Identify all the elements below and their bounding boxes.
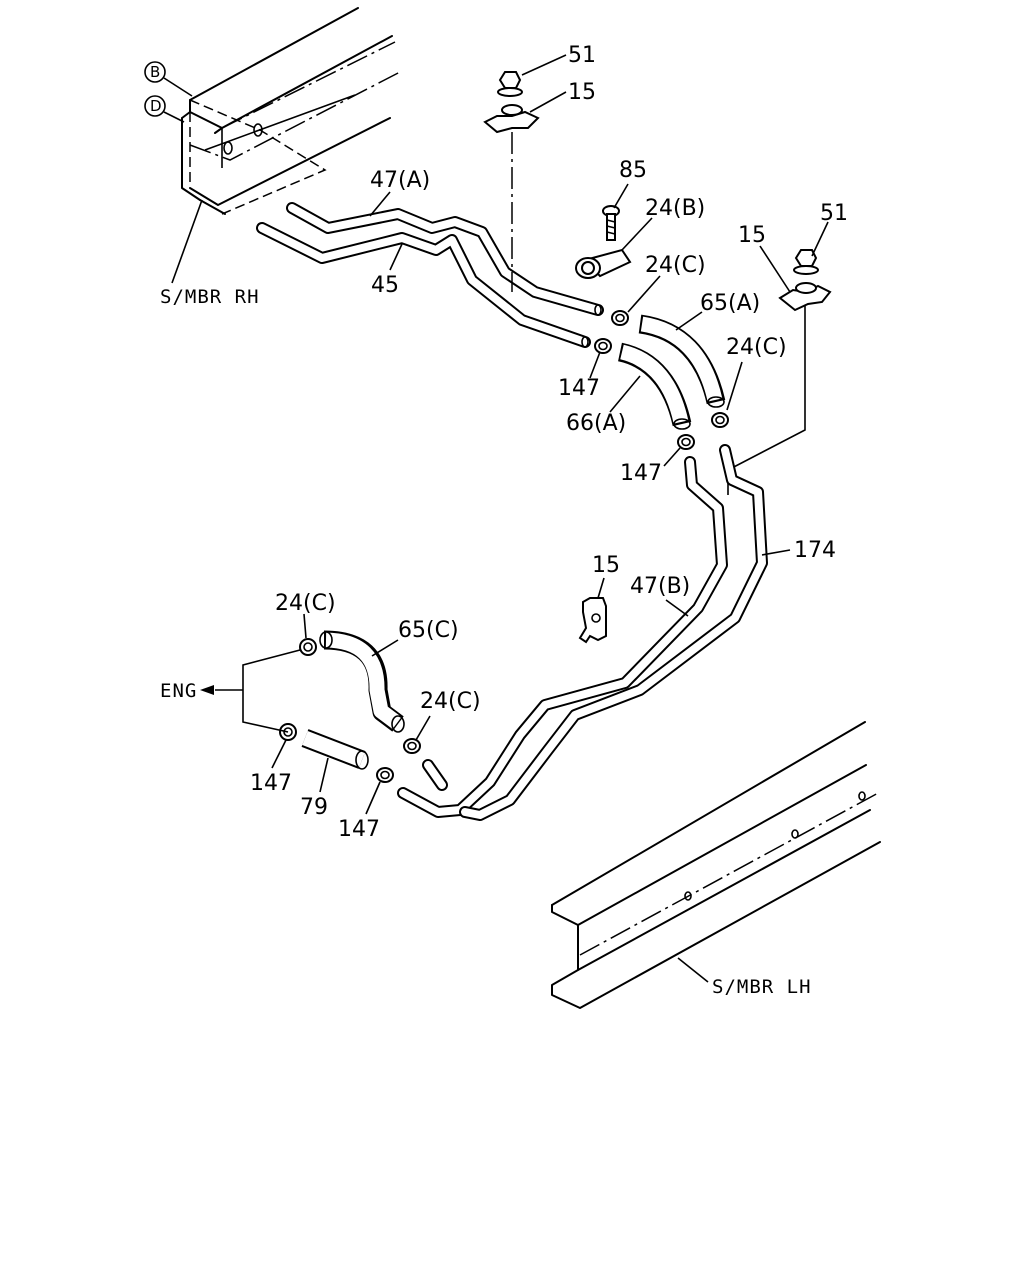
callout-labels: 51 15 85 24(B) 47(A) 45 15 51 24(C) 65(A… — [250, 43, 848, 842]
hose-65c — [319, 630, 405, 733]
callout-24c-3: 24(C) — [275, 591, 336, 616]
clip-15-top — [483, 104, 540, 134]
callout-147-2: 147 — [620, 461, 662, 486]
hose-79 — [301, 729, 369, 770]
callout-15-top: 15 — [568, 80, 596, 105]
clamp-147-upper-2 — [677, 434, 695, 450]
marker-b-text: B — [150, 63, 160, 81]
tube-47a — [286, 202, 604, 316]
callout-147-4: 147 — [338, 817, 380, 842]
reference-marker-b: B — [144, 61, 193, 97]
tube-47b — [397, 456, 728, 818]
bolt-85 — [602, 205, 620, 241]
side-member-rh-leader — [171, 199, 203, 284]
clip-15-right — [778, 282, 832, 312]
clamp-24c-lower-1 — [299, 638, 317, 656]
side-member-lh — [551, 721, 881, 1009]
callout-leaders — [271, 54, 829, 815]
tube-stub-lower — [422, 759, 448, 791]
callout-79: 79 — [300, 795, 328, 820]
callout-24c-4: 24(C) — [420, 689, 481, 714]
callout-65c: 65(C) — [398, 618, 459, 643]
callout-24c-2: 24(C) — [726, 335, 787, 360]
clamp-24b — [575, 248, 632, 279]
callout-51-top: 51 — [568, 43, 596, 68]
tube-45-end — [581, 336, 589, 348]
callout-174: 174 — [794, 538, 836, 563]
nut-51-right — [793, 249, 819, 275]
callout-65a: 65(A) — [700, 291, 760, 316]
side-member-rh-label: S/MBR RH — [160, 286, 260, 308]
callout-66a: 66(A) — [566, 411, 626, 436]
side-member-lh-leader — [677, 957, 709, 983]
arrow-left-icon — [200, 685, 214, 695]
clamp-24c-lower-2 — [403, 738, 421, 754]
callout-24b: 24(B) — [645, 196, 705, 221]
tube-45 — [256, 222, 591, 348]
callout-85: 85 — [619, 158, 647, 183]
callout-15-mid: 15 — [592, 553, 620, 578]
clamp-147-lower-2 — [376, 767, 394, 783]
tube-174 — [459, 444, 768, 821]
callout-147-3: 147 — [250, 771, 292, 796]
nut-51-top — [497, 71, 523, 97]
callout-47b: 47(B) — [630, 574, 690, 599]
callout-45: 45 — [371, 273, 399, 298]
callout-15-right: 15 — [738, 223, 766, 248]
hose-66a — [617, 342, 692, 430]
clip-15-mid — [578, 597, 607, 644]
marker-d-text: D — [150, 97, 162, 115]
clamp-147-upper-1 — [594, 338, 612, 354]
engine-direction-bracket — [200, 649, 301, 733]
hose-65a — [638, 314, 726, 408]
side-member-lh-label: S/MBR LH — [712, 976, 812, 998]
clamp-24c-upper-2 — [711, 412, 729, 428]
callout-47a: 47(A) — [370, 168, 430, 193]
side-member-rh — [181, 7, 401, 215]
callout-24c-1: 24(C) — [645, 253, 706, 278]
callout-147-1: 147 — [558, 376, 600, 401]
tube-47a-end — [594, 304, 602, 316]
clamp-24c-upper-1 — [611, 310, 629, 326]
clip-centerline-right — [727, 305, 806, 495]
callout-51-right: 51 — [820, 201, 848, 226]
engine-label: ENG — [160, 680, 197, 702]
reference-marker-d: D — [144, 95, 185, 123]
